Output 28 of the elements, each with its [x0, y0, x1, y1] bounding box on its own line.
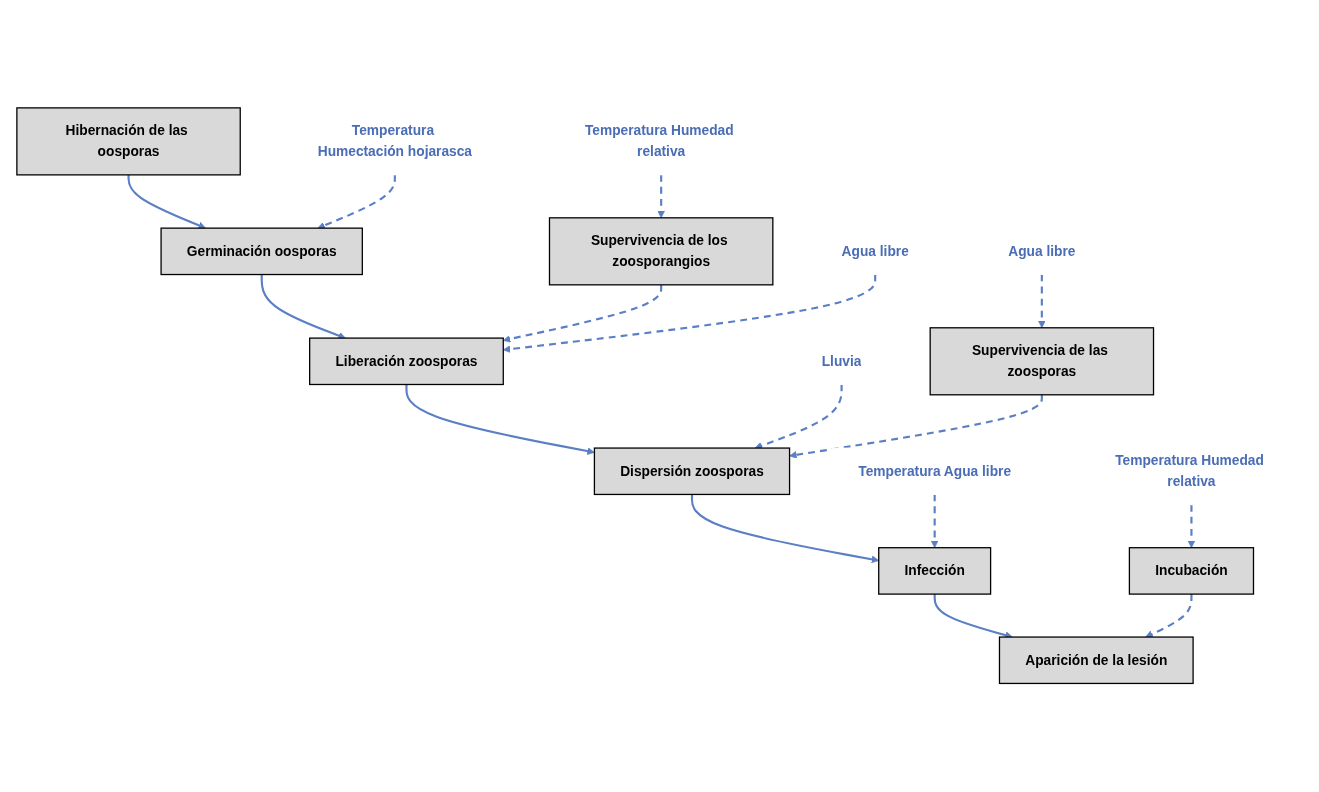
- arrow: [126, 175, 206, 230]
- arrow: [690, 494, 879, 564]
- node-box: Liberación zoosporas: [308, 337, 504, 386]
- node-text: Agua libre: [841, 243, 909, 259]
- arrow: [317, 175, 396, 230]
- node-box: Supervivencia de los zoosporangios: [548, 217, 773, 286]
- node-text: Lluvia: [821, 353, 861, 369]
- arrow: [656, 175, 665, 219]
- node-box: Incubación: [1128, 547, 1254, 596]
- node-text: Temperatura Humectación hojarasca: [317, 123, 472, 159]
- arrow: [502, 285, 662, 343]
- node-text: Temperatura Humedad relativa: [1114, 453, 1264, 489]
- node-text: Temperatura Agua libre: [857, 463, 1011, 479]
- arrow: [1144, 594, 1193, 638]
- node-box: Germinación oosporas: [159, 227, 363, 276]
- node-box: Hibernación de las oosporas: [15, 107, 241, 176]
- arrow: [930, 494, 938, 549]
- node-text: Temperatura Humedad relativa: [584, 123, 734, 159]
- node-box: Aparición de la lesión: [998, 636, 1194, 685]
- node-box: Supervivencia de las zoosporas: [929, 327, 1154, 396]
- node-box: Infección: [877, 547, 991, 596]
- arrow: [1187, 505, 1195, 549]
- arrow: [260, 274, 346, 340]
- node-text: Agua libre: [1007, 243, 1075, 259]
- arrow: [754, 384, 843, 450]
- node-box: Dispersión zoosporas: [593, 447, 790, 496]
- arrow: [502, 274, 876, 354]
- arrow: [1037, 274, 1046, 329]
